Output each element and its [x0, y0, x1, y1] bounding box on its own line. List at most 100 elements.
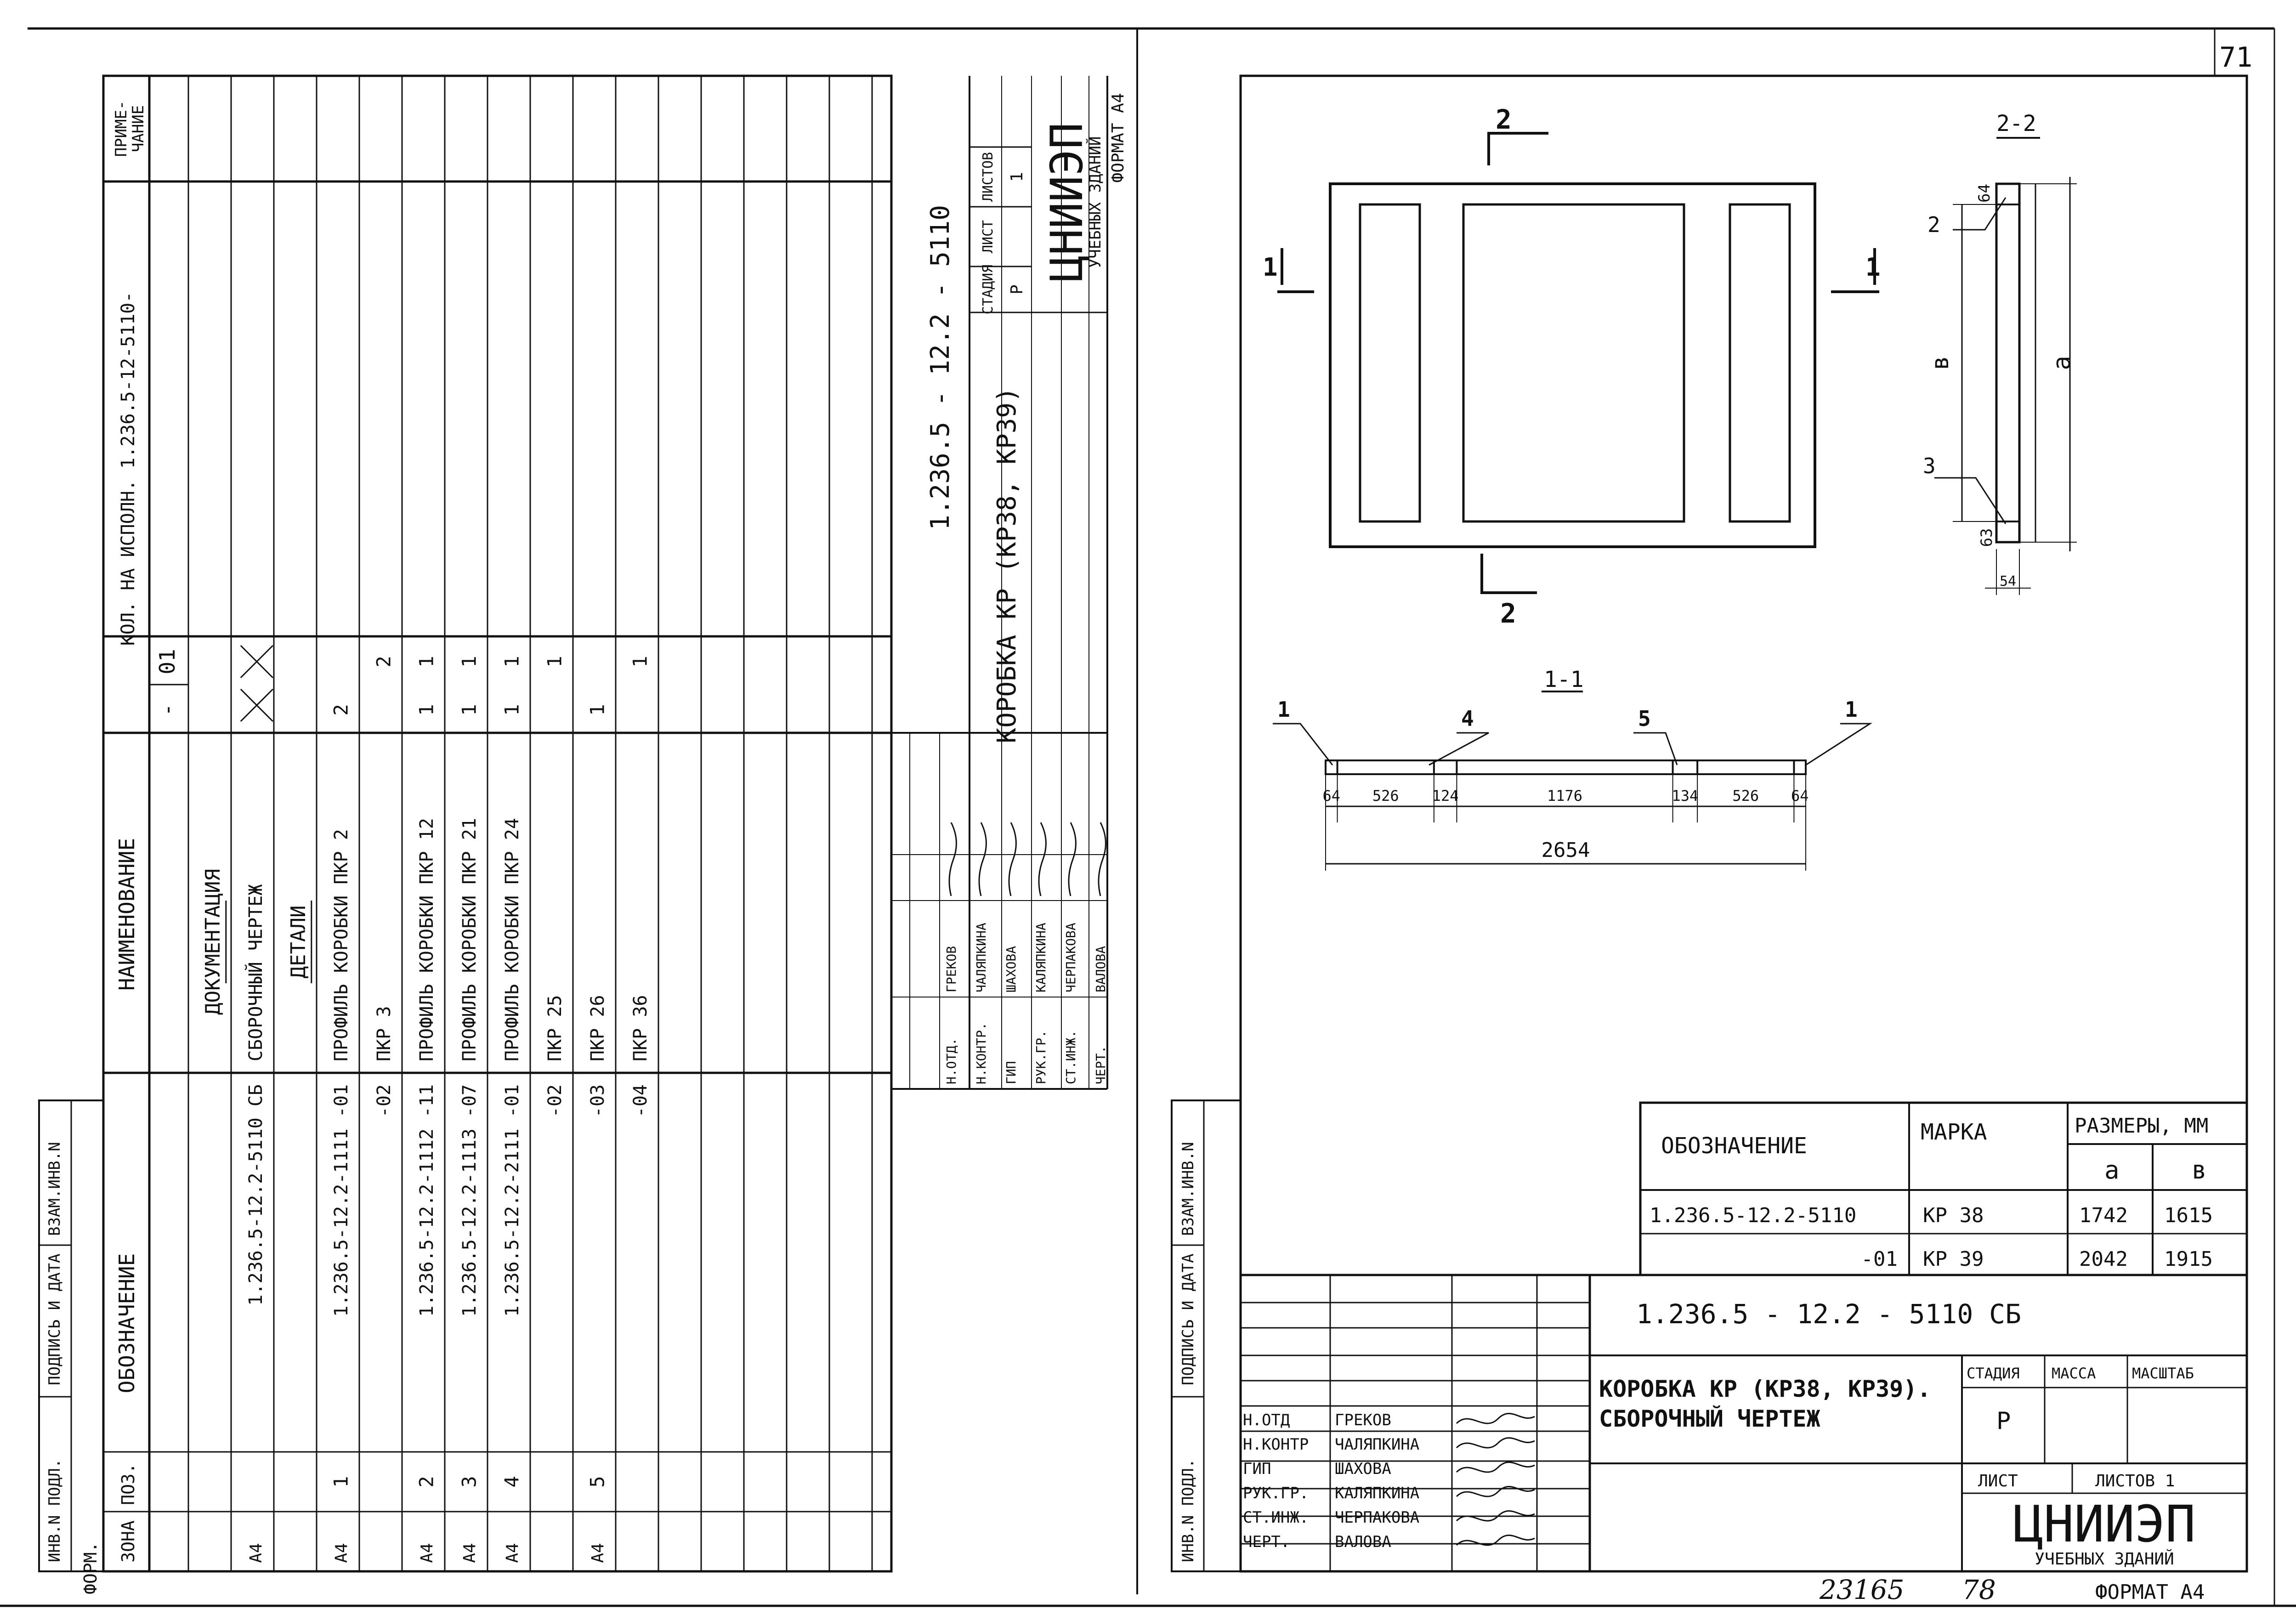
pos-3-label: 3 — [1923, 453, 1936, 478]
right-stamp-inv-podl: ИНВ.N ПОДЛ. — [1179, 1459, 1197, 1562]
dim-top-64: 64 — [1975, 184, 1994, 203]
spec-cell-name: ПРОФИЛЬ КОРОБКИ ПКР 2 — [331, 829, 352, 1061]
pos-2-label: 2 — [1928, 212, 1940, 237]
left-tb-role: Н.ОТД. — [944, 1038, 959, 1084]
spec-cell-form: А4 — [418, 1543, 437, 1563]
right-stamp-sign-date: ПОДПИСЬ И ДАТА — [1179, 1253, 1197, 1385]
dim-width-54: 54 — [2000, 573, 2016, 589]
spec-cell-section-heading: ДЕТАЛИ — [287, 906, 310, 979]
spec-cell-pos: 2 — [415, 1476, 437, 1487]
right-tb-sheet-label: ЛИСТ — [1978, 1472, 2018, 1490]
leader-pos-label: 1 — [1277, 697, 1290, 722]
section-mark-2-bottom: 2 — [1500, 598, 1516, 629]
spec-cell-pos: 4 — [500, 1476, 523, 1487]
right-tb-role: ГИП — [1243, 1460, 1271, 1478]
stamp-sign-date: ПОДПИСЬ И ДАТА — [45, 1253, 64, 1385]
signature-mark — [1098, 822, 1106, 896]
view-1-1-label: 1-1 — [1544, 667, 1584, 692]
right-tb-role: Н.ОТД — [1243, 1411, 1290, 1429]
sizes-cell-designation: -01 — [1861, 1247, 1898, 1271]
spec-cell-qty-base: 1 — [458, 704, 480, 715]
right-tb-mass-label: МАССА — [2052, 1365, 2096, 1382]
page-number: 71 — [2219, 41, 2252, 74]
stamp-inv-podl: ИНВ.N ПОДЛ. — [45, 1459, 64, 1562]
spec-row: ДЕТАЛИ — [287, 901, 312, 983]
left-tb-sheets-label: ЛИСТОВ — [980, 152, 996, 202]
spec-cell-section-heading: ДОКУМЕНТАЦИЯ — [201, 869, 225, 1015]
right-tb-role: Н.КОНТР — [1243, 1435, 1309, 1454]
sizes-cell-mark: КР 39 — [1923, 1247, 1984, 1271]
spec-frame — [102, 74, 893, 1573]
right-tb-person: ЧАЛЯПКИНА — [1335, 1435, 1419, 1454]
left-tb-person: КАЛЯПКИНА — [1033, 923, 1049, 992]
left-tb-stage: Р — [1008, 284, 1026, 295]
spec-cell-form: А4 — [332, 1543, 351, 1563]
right-tb-org: ЦНИИЭП — [2013, 1495, 2195, 1553]
left-tb-sheet-label: ЛИСТ — [980, 220, 996, 253]
cross-mark — [240, 645, 273, 679]
spec-cell-name: ПКР 3 — [374, 1006, 395, 1061]
signature-mark — [1456, 1486, 1535, 1497]
sizes-h-b: в — [2192, 1156, 2207, 1184]
specification-sheet: ОБОЗНАЧЕНИЕ НАИМЕНОВАНИЕ КОЛ. НА ИСПОЛН.… — [38, 74, 1128, 1594]
left-tb-org: ЦНИИЭП — [1041, 123, 1093, 282]
dim-bottom-63: 63 — [1978, 528, 1996, 547]
plan-view: 2 2 1 1 — [1263, 104, 1881, 629]
spec-cell-pos: 1 — [329, 1476, 352, 1487]
left-tb-person: ГРЕКОВ — [944, 946, 959, 992]
spec-cell-name: ПКР 36 — [630, 995, 651, 1062]
cross-mark — [240, 688, 273, 722]
sizes-h-a: а — [2104, 1156, 2120, 1184]
sizes-cell-a: 1742 — [2079, 1204, 2128, 1227]
spec-cell-qty-01: 1 — [629, 656, 651, 667]
header-form: ФОРМ. — [80, 1542, 101, 1594]
left-tb-person: ЧАЛЯПКИНА — [974, 923, 989, 992]
frame-opening-right — [1729, 203, 1791, 523]
header-note-2: ЧАНИЕ — [129, 105, 147, 152]
signature-mark — [1068, 822, 1077, 896]
sizes-cell-designation: 1.236.5-12.2-5110 — [1650, 1204, 1856, 1227]
spec-cell-designation: 1.236.5-12.2-1112 -11 — [416, 1084, 437, 1317]
spec-cell-designation: -03 — [587, 1084, 608, 1117]
sizes-cell-b: 1615 — [2164, 1204, 2213, 1227]
spec-cell-form: А4 — [247, 1543, 266, 1563]
spec-cell-qty-01: 1 — [458, 656, 480, 667]
sizes-cell-a: 2042 — [2079, 1247, 2128, 1271]
right-tb-title-1: КОРОБКА КР (КР38, КР39). — [1599, 1376, 1931, 1402]
signature-mark — [978, 822, 987, 896]
spec-cell-name: ПКР 26 — [587, 995, 608, 1062]
left-tb-person: ЧЕРПАКОВА — [1063, 923, 1078, 992]
right-tb-role: СТ.ИНЖ. — [1243, 1508, 1309, 1527]
right-tb-sheets-label: ЛИСТОВ 1 — [2095, 1472, 2175, 1490]
header-note-1: ПРИМЕ- — [112, 101, 130, 157]
footer-number-b: 78 — [1962, 1574, 1996, 1605]
leader-line — [1805, 723, 1873, 766]
right-stamp-vzam-inv: ВЗАМ.ИНВ.N — [1179, 1142, 1197, 1236]
leader-pos-label: 5 — [1638, 706, 1651, 731]
spec-cell-form: А4 — [589, 1543, 607, 1563]
spec-row-lines — [187, 76, 873, 1571]
spec-cell-qty-01: 1 — [543, 656, 566, 667]
spec-cell-pos: 3 — [458, 1476, 480, 1487]
section-1-1-profile — [1325, 759, 1807, 775]
header-zone: ЗОНА — [118, 1520, 138, 1563]
spec-cell-name: ПРОФИЛЬ КОРОБКИ ПКР 24 — [502, 818, 523, 1061]
frame-outline — [1329, 182, 1816, 548]
right-tb-person: ШАХОВА — [1335, 1460, 1391, 1478]
section-2-2: 2-2 а в 64 63 54 2 3 — [1923, 111, 2077, 595]
spec-cell-qty-base: 1 — [500, 704, 523, 715]
header-pos: ПОЗ. — [118, 1463, 138, 1505]
left-tb-title: КОРОБКА КР (КР38, КР39) — [992, 387, 1022, 743]
dim-segment-label: 526 — [1372, 787, 1399, 805]
right-tb-role: ЧЕРТ. — [1243, 1533, 1290, 1551]
assembly-sheet: ИНВ.N ПОДЛ. ПОДПИСЬ И ДАТА ВЗАМ.ИНВ.N 2 … — [1171, 28, 2275, 1606]
spec-cell-name: ПКР 25 — [544, 995, 566, 1062]
